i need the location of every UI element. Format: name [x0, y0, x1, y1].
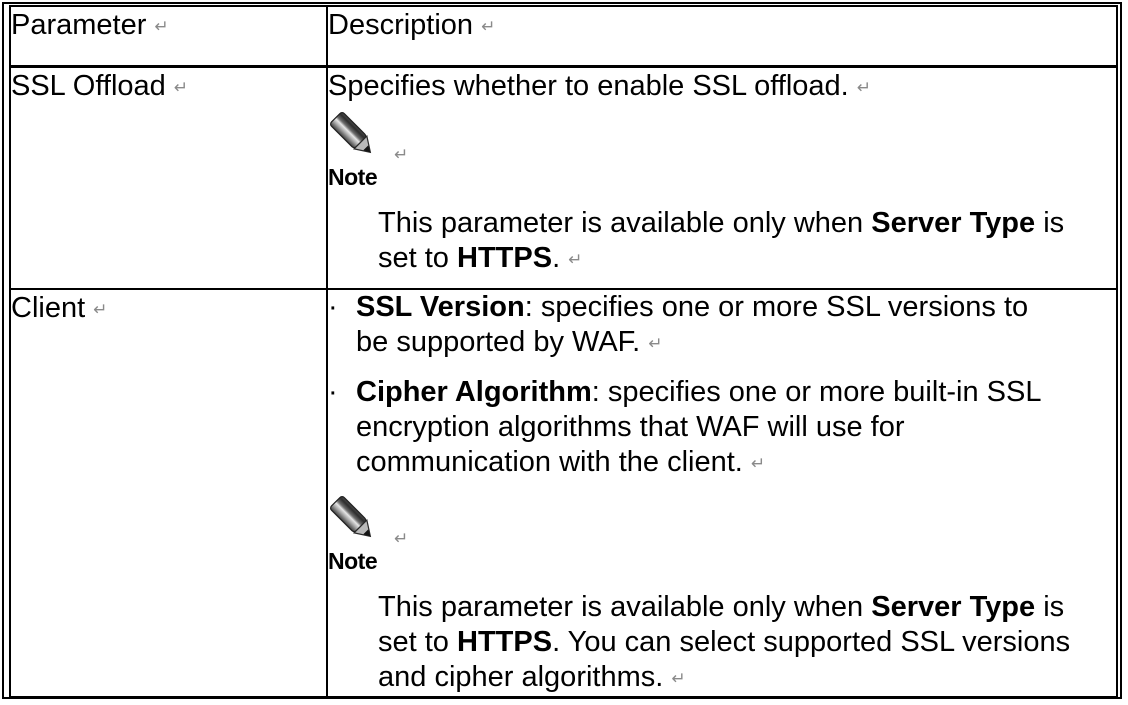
paragraph-mark-icon: ↵	[394, 529, 409, 548]
paragraph-mark-icon: ↵	[93, 300, 108, 319]
header-description-label: Description	[328, 9, 474, 41]
bullet-item-ssl-version: · SSL Version: specifies one or more SSL…	[328, 290, 1116, 361]
header-parameter-label: Parameter	[11, 9, 147, 41]
note-label: Note	[328, 548, 378, 574]
header-cell-parameter: Parameter ↵	[9, 5, 328, 68]
bullet-text-line: SSL Version: specifies one or more SSL v…	[356, 291, 1029, 323]
paragraph-mark-icon: ↵	[173, 77, 189, 97]
note-text: This parameter is available only when Se…	[378, 206, 1116, 277]
paragraph-mark-icon: ↵	[648, 334, 663, 353]
note-icon-block: Note ↵	[328, 111, 1116, 193]
bullet-text: Cipher Algorithm: specifies one or more …	[356, 375, 1116, 481]
bullet-item-cipher-algorithm: · Cipher Algorithm: specifies one or mor…	[328, 375, 1116, 481]
bullet-icon: ·	[328, 291, 338, 323]
bullet-text-line: encryption algorithms that WAF will use …	[356, 411, 905, 443]
parameter-cell-ssl-offload: SSL Offload ↵	[9, 65, 328, 290]
parameter-name: SSL Offload	[11, 69, 166, 102]
description-intro: Specifies whether to enable SSL offload.…	[328, 68, 1116, 106]
note-text-line: set to HTTPS. You can select supported S…	[378, 626, 1071, 658]
note-text-line: and cipher algorithms.↵	[378, 661, 686, 693]
note-label: Note	[328, 163, 378, 190]
paragraph-mark-icon: ↵	[394, 144, 409, 164]
bullet-icon: ·	[328, 376, 338, 408]
note-text-line: This parameter is available only when Se…	[378, 591, 1065, 623]
parameter-cell-client: Client ↵	[9, 288, 328, 698]
table-header-row: Parameter ↵ Description ↵	[9, 5, 1118, 68]
paragraph-mark-icon: ↵	[481, 17, 496, 36]
pencil-note-icon	[330, 496, 372, 538]
parameter-table: Parameter ↵ Description ↵ SSL Offload ↵ Spe…	[9, 5, 1118, 698]
paragraph-mark-icon: ↵	[568, 249, 583, 269]
paragraph-mark-icon: ↵	[750, 454, 766, 473]
bullet-text-line: communication with the client.↵	[356, 446, 766, 478]
table-row-ssl-offload: SSL Offload ↵ Specifies whether to enable…	[9, 65, 1118, 290]
description-intro-text: Specifies whether to enable SSL offload.	[328, 69, 849, 102]
paragraph-mark-icon: ↵	[154, 17, 169, 36]
description-cell-ssl-offload: Specifies whether to enable SSL offload.…	[326, 65, 1118, 290]
table-row-client: Client ↵ · SSL Version: specifies one or …	[9, 288, 1118, 698]
pencil-note-icon	[330, 111, 372, 153]
bullet-text: SSL Version: specifies one or more SSL v…	[356, 290, 1116, 361]
note-text: This parameter is available only when Se…	[378, 590, 1116, 696]
description-cell-client: · SSL Version: specifies one or more SSL…	[326, 288, 1118, 698]
bullet-text-line: Cipher Algorithm: specifies one or more …	[356, 376, 1042, 408]
note-icon-block: Note ↵	[328, 495, 1116, 577]
header-cell-description: Description ↵	[326, 5, 1118, 68]
note-text-line: set to HTTPS.↵	[378, 241, 583, 274]
paragraph-mark-icon: ↵	[671, 669, 686, 688]
parameter-name: Client	[11, 292, 86, 324]
paragraph-mark-icon: ↵	[856, 77, 871, 97]
bullet-text-line: be supported by WAF.↵	[356, 326, 663, 358]
note-text-line: This parameter is available only when Se…	[378, 206, 1065, 239]
